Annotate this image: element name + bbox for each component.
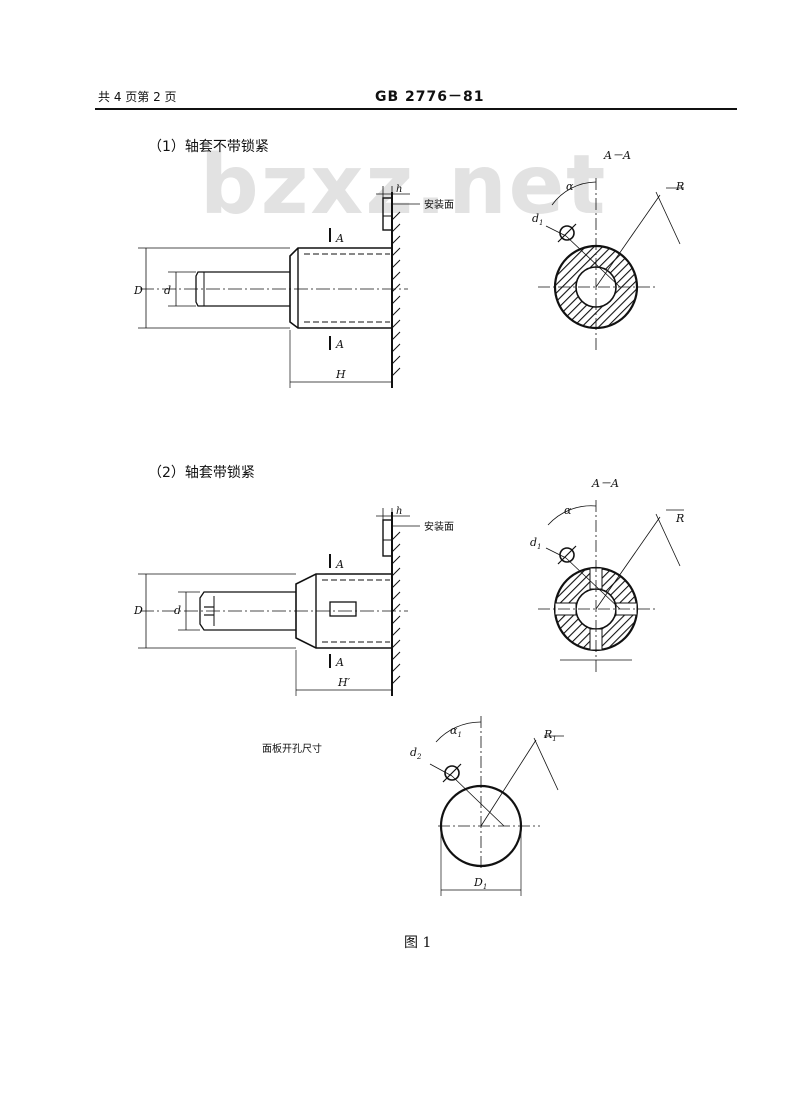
- s1-alpha-label: α: [566, 180, 574, 193]
- s2-A-top-label: A: [335, 558, 344, 571]
- s2-h-label: h: [396, 506, 402, 517]
- s1-d-label: d: [164, 284, 171, 297]
- panel-D-label: D1: [473, 876, 487, 891]
- panel-R-label: R1: [543, 728, 557, 743]
- s2-d1-label: d1: [530, 536, 542, 551]
- s1-d1-label: d1: [532, 212, 544, 227]
- s1-mount-label: 安装面: [424, 198, 454, 211]
- section2-title: （2）轴套带锁紧: [148, 465, 255, 481]
- section1-title: （1）轴套不带锁紧: [148, 139, 269, 155]
- s2-d-label: d: [174, 604, 181, 617]
- s1-R-label: R: [675, 180, 684, 193]
- section2-aa-view: [538, 500, 684, 672]
- s1-aa-title: A－A: [603, 149, 631, 162]
- s2-R-label: R: [675, 512, 684, 525]
- s2-alpha-label: α: [564, 504, 572, 517]
- s1-h-label: h: [396, 184, 402, 195]
- header-rule: [95, 108, 737, 110]
- panel-alpha-label: α1: [450, 724, 462, 739]
- panel-cutout-title: 面板开孔尺寸: [262, 742, 322, 755]
- section1-aa-view: [538, 178, 684, 350]
- s2-aa-title: A－A: [591, 477, 619, 490]
- page-info: 共 4 页第 2 页: [98, 90, 177, 104]
- panel-d-label: d2: [410, 746, 422, 761]
- section2-side-view: [138, 508, 420, 696]
- s1-H-label: H: [335, 368, 346, 381]
- s2-H-label: H′: [337, 676, 351, 689]
- s2-mount-label: 安装面: [424, 520, 454, 533]
- s1-A-bottom-label: A: [335, 338, 344, 351]
- watermark: bzxz.net: [200, 138, 608, 233]
- section1-side-view: [138, 186, 420, 388]
- s1-A-top-label: A: [335, 232, 344, 245]
- standard-code: GB 2776－81: [375, 89, 485, 105]
- panel-cutout-view: [429, 716, 564, 896]
- figure-caption: 图 1: [404, 935, 432, 951]
- s2-D-label: D: [133, 604, 143, 617]
- s1-D-label: D: [133, 284, 143, 297]
- s2-A-bottom-label: A: [335, 656, 344, 669]
